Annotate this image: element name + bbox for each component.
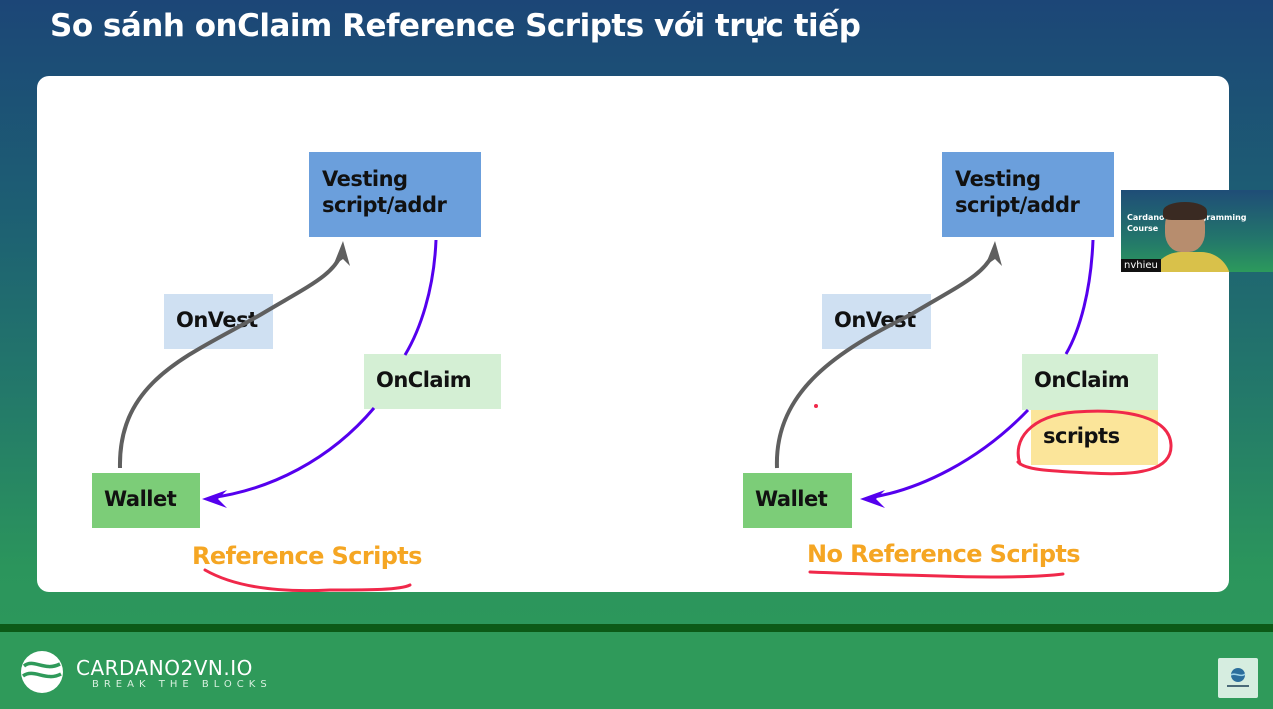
corner-globe-icon — [1227, 668, 1249, 687]
wallet-box: Wallet — [743, 473, 852, 528]
webcam-overlay[interactable]: Cardano B... Programming Course nvhieu — [1121, 190, 1273, 272]
brand-tagline: BREAK THE BLOCKS — [92, 679, 272, 690]
slide-title: So sánh onClaim Reference Scripts với tr… — [50, 8, 861, 44]
caption-no-reference-scripts: No Reference Scripts — [807, 540, 1081, 568]
onclaim-box: OnClaim — [1022, 354, 1158, 410]
onclaim-box: OnClaim — [364, 354, 501, 409]
vesting-label-line2: script/addr — [955, 193, 1080, 217]
vesting-script-box: Vesting script/addr — [309, 152, 481, 237]
vesting-label-line1: Vesting — [322, 167, 408, 191]
brand-name: CARDANO2VN.IO — [76, 656, 253, 680]
onvest-box: OnVest — [164, 294, 273, 349]
footer-divider — [0, 624, 1273, 632]
participant-video — [1151, 252, 1231, 272]
vesting-label-line2: script/addr — [322, 193, 447, 217]
corner-logo-badge — [1218, 658, 1258, 698]
wallet-box: Wallet — [92, 473, 200, 528]
vesting-script-box: Vesting script/addr — [942, 152, 1114, 237]
onvest-box: OnVest — [822, 294, 931, 349]
footer: CARDANO2VN.IO BREAK THE BLOCKS — [0, 632, 1273, 709]
scripts-box: scripts — [1031, 410, 1158, 465]
caption-reference-scripts: Reference Scripts — [192, 542, 422, 570]
participant-hair — [1163, 202, 1207, 220]
cardano2vn-logo-icon — [21, 651, 63, 693]
participant-name-tag: nvhieu — [1121, 259, 1161, 272]
vesting-label-line1: Vesting — [955, 167, 1041, 191]
